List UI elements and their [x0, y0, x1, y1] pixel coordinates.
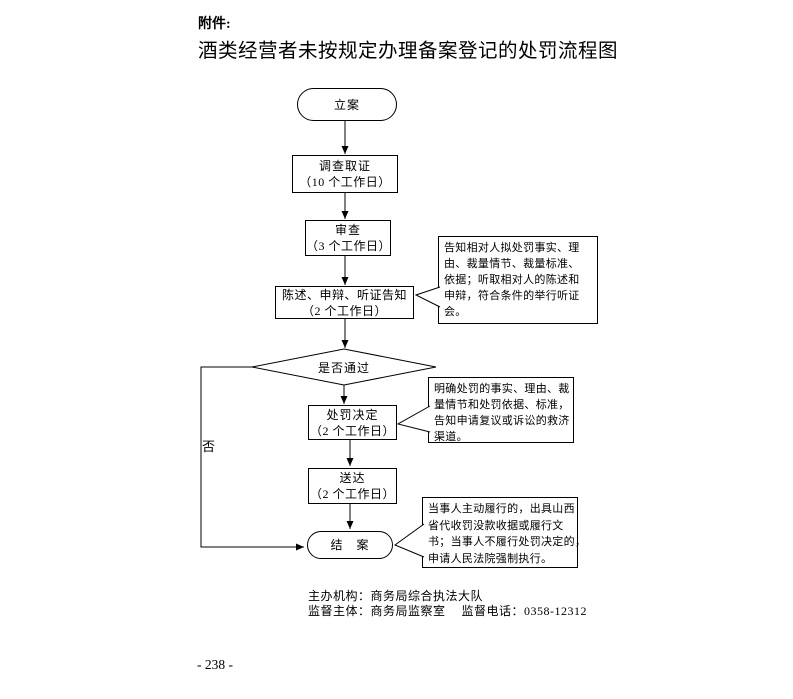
- flow-node-penalty-duration: （2 个工作日）: [309, 423, 395, 438]
- flow-node-start: 立案: [297, 88, 397, 121]
- callout-notify-pointer: [414, 286, 441, 308]
- flow-node-review: 审查 （3 个工作日）: [305, 220, 391, 256]
- flow-node-notify-duration: （2 个工作日）: [301, 303, 387, 318]
- flow-node-decision-label: 是否通过: [317, 360, 370, 375]
- flow-node-close-label: 结 案: [330, 538, 370, 552]
- flow-node-review-duration: （3 个工作日）: [306, 239, 392, 253]
- callout-notify-note: 告知相对人拟处罚事实、理 由、裁量情节、裁量标准、 依据；听取相对人的陈述和 申…: [438, 236, 598, 324]
- callout-close-pointer: [393, 523, 425, 558]
- footer-organizer: 主办机构：商务局综合执法大队: [308, 589, 484, 603]
- callout-penalty-note: 明确处罚的事实、理由、裁 量情节和处罚依据、标准， 告知申请复议或诉讼的救济 渠…: [428, 377, 574, 443]
- page-number: - 238 -: [197, 657, 233, 672]
- flow-node-investigate: 调查取证 （10 个工作日）: [292, 155, 398, 193]
- flow-node-notify-label: 陈述、申辩、听证告知: [281, 287, 407, 302]
- flow-node-penalty: 处罚决定 （2 个工作日）: [308, 405, 397, 440]
- flow-node-penalty-label: 处罚决定: [326, 407, 379, 422]
- flow-node-deliver: 送达 （2 个工作日）: [308, 468, 397, 504]
- footer-supervisor: 监督主体：商务局监察室 监督电话：0358-12312: [308, 604, 587, 618]
- flow-node-investigate-label: 调查取证: [318, 159, 371, 173]
- callout-close-note: 当事人主动履行的，出具山西 省代收罚没款收据或履行文 书；当事人不履行处罚决定的…: [422, 497, 586, 568]
- callout-penalty-pointer: [396, 405, 431, 433]
- attachment-label: 附件:: [198, 17, 231, 32]
- flow-node-start-label: 立案: [333, 97, 360, 112]
- flow-node-decision: 是否通过: [252, 349, 436, 385]
- flow-node-close: 结 案: [307, 531, 393, 559]
- flow-node-notify: 陈述、申辩、听证告知 （2 个工作日）: [275, 286, 414, 319]
- flow-node-deliver-label: 送达: [339, 471, 366, 485]
- flow-node-deliver-duration: （2 个工作日）: [309, 487, 395, 501]
- decision-no-branch-label: 否: [202, 439, 216, 454]
- page-title: 酒类经营者未按规定办理备案登记的处罚流程图: [198, 41, 619, 62]
- flow-node-investigate-duration: （10 个工作日）: [299, 175, 391, 189]
- no-branch-connector: [200, 366, 304, 551]
- flow-node-review-label: 审查: [334, 223, 361, 237]
